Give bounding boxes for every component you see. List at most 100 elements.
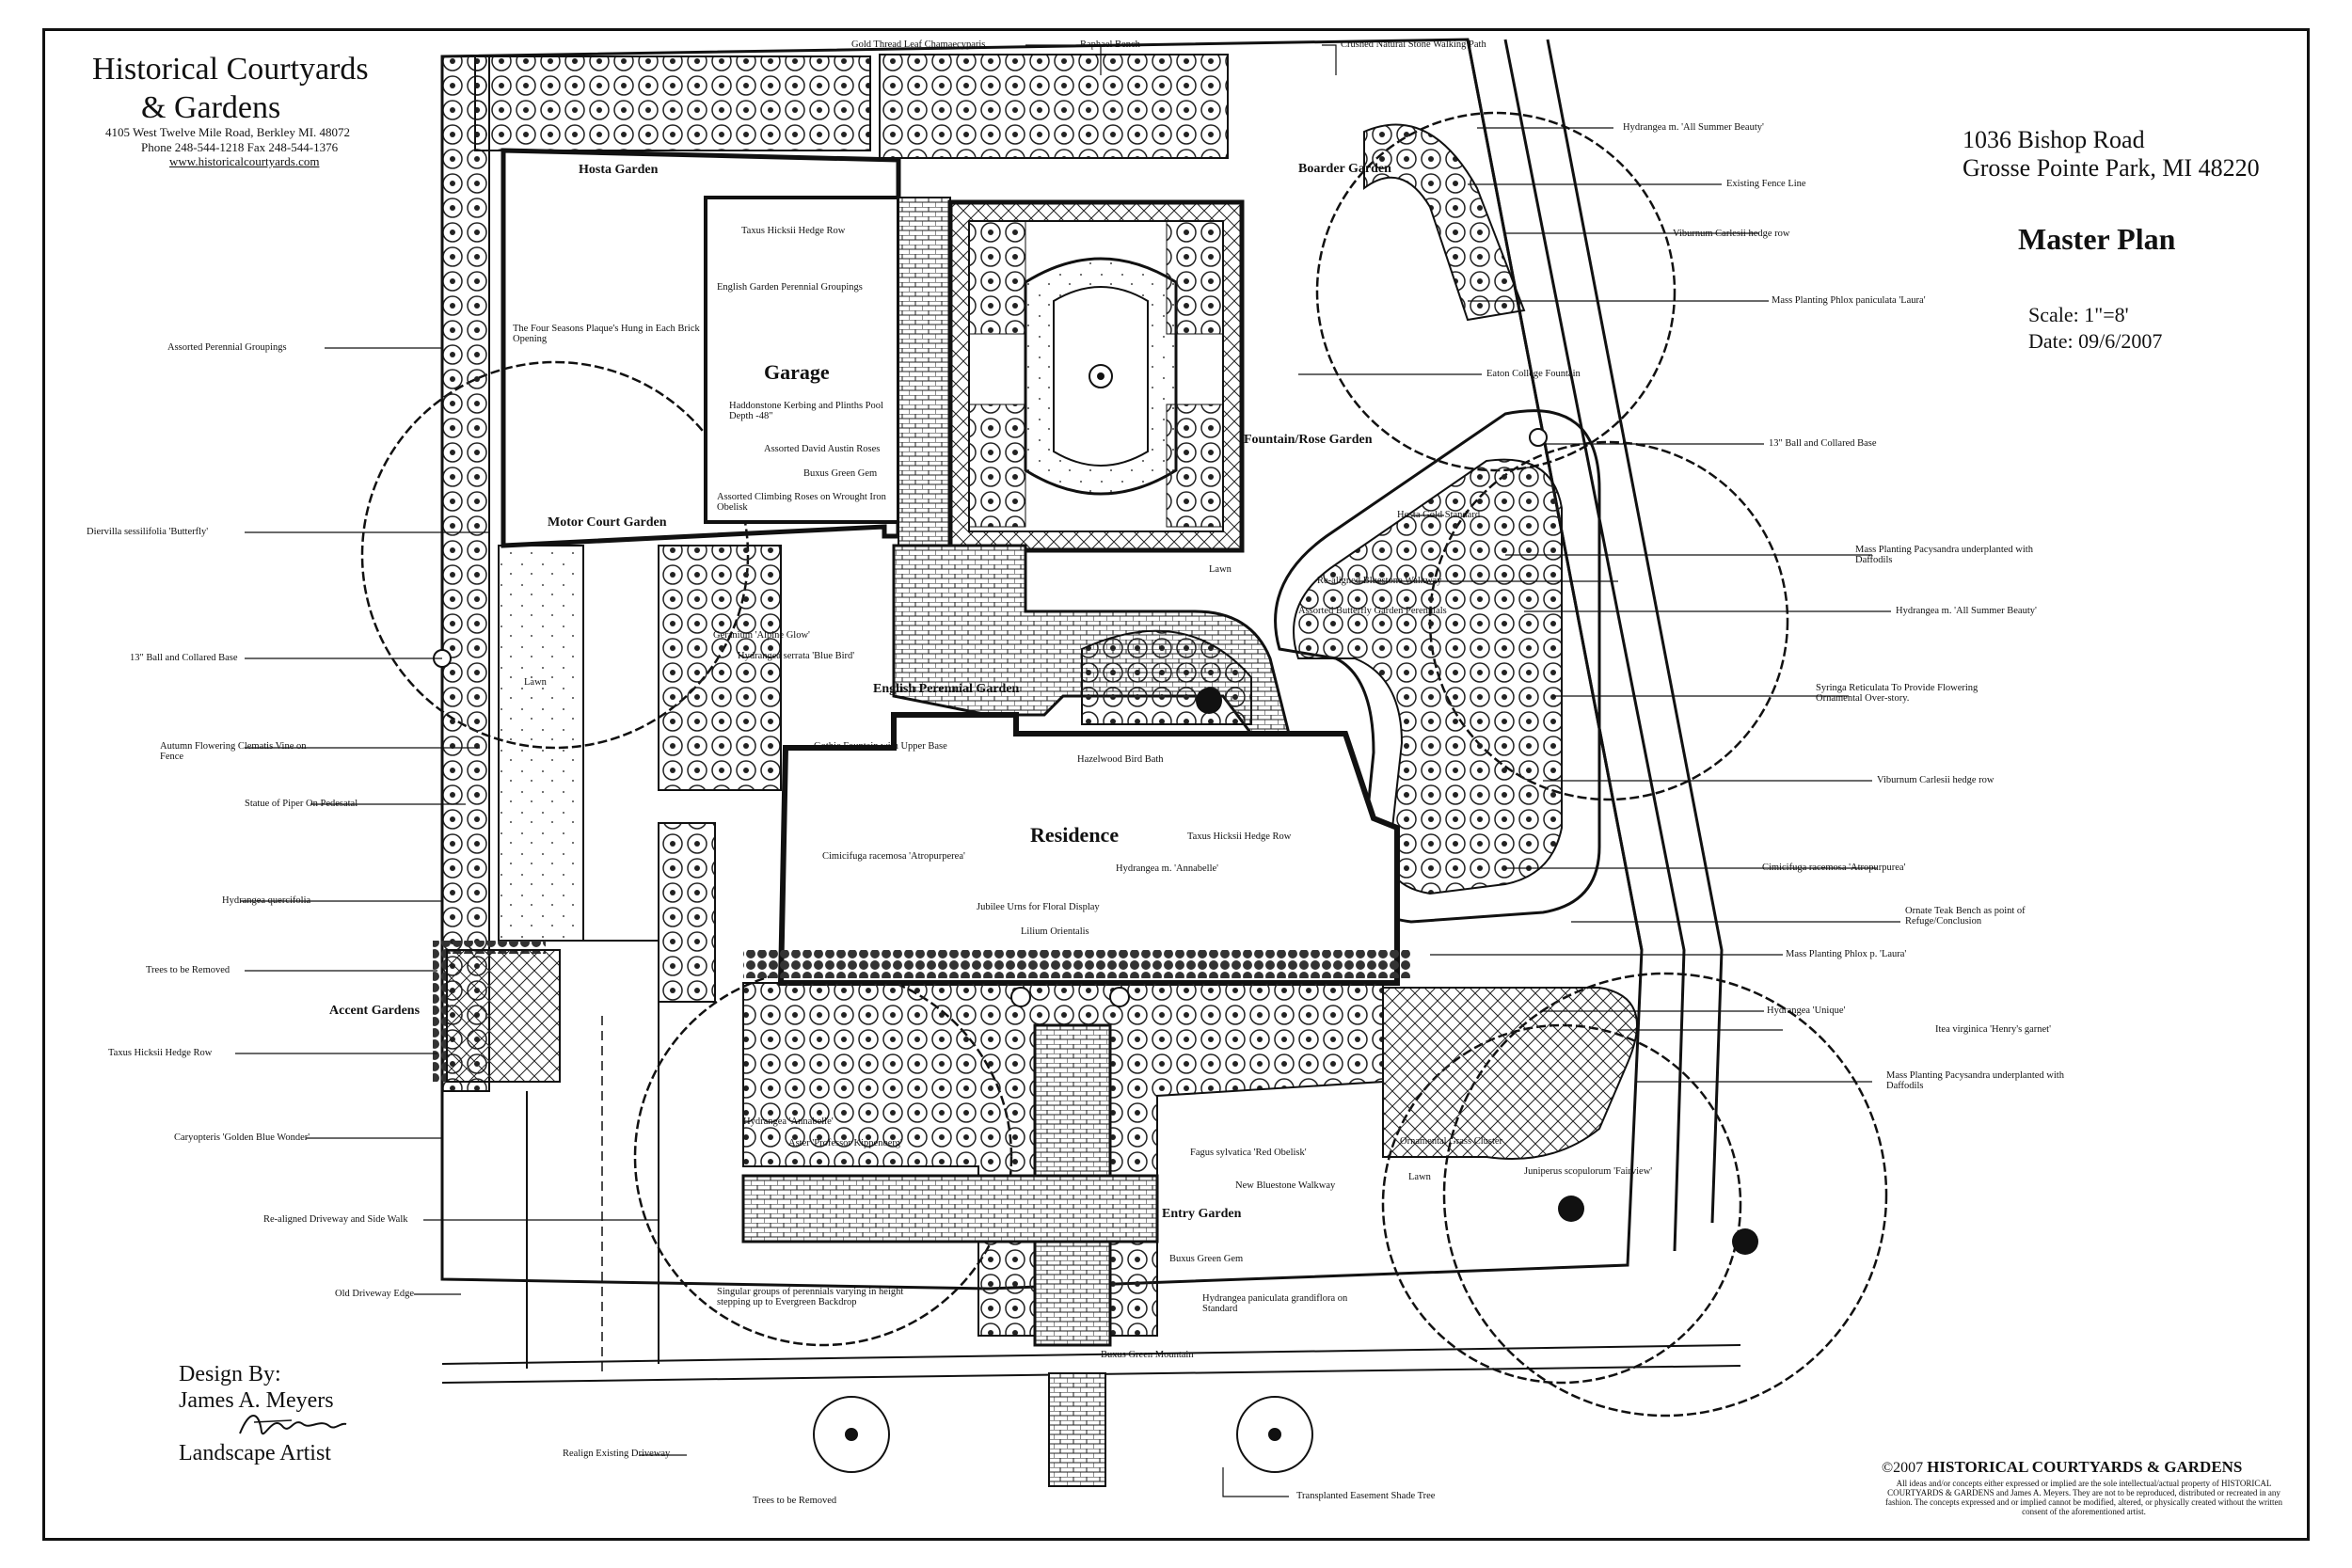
hazelwood-bird-bath — [1196, 688, 1222, 714]
label-trees-removed-left: Trees to be Removed — [146, 965, 230, 975]
label-realigned-bluestone: Re-aligned Bluestone Walkway — [1317, 576, 1442, 586]
label-ornamental-grass: Ornamental Grass Cluster — [1400, 1136, 1503, 1147]
site-address-line1: 1036 Bishop Road — [1963, 126, 2145, 153]
label-jubilee-urns: Jubilee Urns for Floral Display — [977, 902, 1100, 912]
label-old-driveway: Old Driveway Edge — [335, 1289, 414, 1299]
motor-court-lawn — [498, 545, 584, 942]
boarder-garden-outline — [1274, 409, 1601, 924]
label-hydrangea-asb-right: Hydrangea m. 'All Summer Beauty' — [1896, 606, 2037, 616]
site-address-line2: Grosse Pointe Park, MI 48220 — [1963, 154, 2260, 182]
label-syringa: Syringa Reticulata To Provide Flowering … — [1816, 683, 1979, 704]
copyright-holder: HISTORICAL COURTYARDS & GARDENS — [1927, 1458, 2243, 1476]
label-gold-thread: Gold Thread Leaf Chamaecyparis — [851, 40, 986, 50]
boarder-garden-top-bed — [1363, 123, 1526, 322]
label-clematis: Autumn Flowering Clematis Vine on Fence — [160, 741, 307, 762]
copyright-disclaimer: All ideas and/or concepts either express… — [1885, 1479, 2282, 1516]
label-climbing-roses: Assorted Climbing Roses on Wrought Iron … — [717, 492, 886, 513]
label-gothic-fountain: Gothic Fountain with Upper Base — [814, 741, 947, 752]
label-pachysandra-top: Mass Planting Pacysandra underplanted wi… — [1855, 545, 2033, 565]
label-diervilla: Diervilla sessilifolia 'Butterfly' — [87, 527, 209, 537]
street-trees — [813, 1396, 1313, 1473]
copyright-year: ©2007 — [1882, 1460, 1924, 1476]
leader-lines — [235, 44, 1900, 1497]
area-garage: Garage — [764, 360, 830, 384]
label-existing-fence: Existing Fence Line — [1726, 179, 1806, 189]
label-viburnum-top: Viburnum Carlesii hedge row — [1673, 229, 1790, 239]
label-taxus-top: Taxus Hicksii Hedge Row — [741, 226, 846, 236]
juniperus-fairview — [1558, 1196, 1584, 1222]
garage-building — [704, 196, 900, 524]
label-annabelle-top: Hydrangea m. 'Annabelle' — [1116, 863, 1219, 874]
top-left-planting — [474, 55, 871, 151]
label-four-seasons: The Four Seasons Plaque's Hung in Each B… — [513, 324, 700, 344]
company-phone: Phone 248-544-1218 Fax 248-544-1376 — [141, 140, 339, 154]
area-lawn-right: Lawn — [1408, 1172, 1431, 1182]
label-aster: Aster 'Professor Kippenberg' — [788, 1138, 902, 1148]
label-phlox-laura: Mass Planting Phlox paniculata 'Laura' — [1772, 295, 1926, 306]
label-cimicifuga-center: Cimicifuga racemosa 'Atropurperea' — [822, 851, 965, 862]
label-viburnum-right: Viburnum Carlesii hedge row — [1877, 775, 1994, 785]
label-fagus: Fagus sylvatica 'Red Obelisk' — [1190, 1148, 1307, 1158]
copyright-line: ©2007 HISTORICAL COURTYARDS & GARDENS — [1882, 1458, 2242, 1477]
area-hosta-garden: Hosta Garden — [579, 163, 659, 177]
label-cimicifuga-right: Cimicifuga racemosa 'Atropurpurea' — [1762, 863, 1906, 873]
walk-to-street — [1048, 1372, 1106, 1487]
label-taxus-residence: Taxus Hicksii Hedge Row — [1187, 832, 1292, 842]
label-hydrangea-blue-bird: Hydrangea serrata 'Blue Bird' — [738, 651, 855, 661]
designer-name: James A. Meyers — [179, 1388, 334, 1413]
plan-title: Master Plan — [2018, 222, 2176, 256]
label-butterfly-perennials: Assorted Butterfly Garden Perennials — [1298, 606, 1447, 616]
label-taxus-left: Taxus Hicksii Hedge Row — [108, 1048, 213, 1058]
residence-footprint — [777, 712, 1400, 986]
design-by-label: Design By: — [179, 1362, 281, 1386]
label-trees-removed-bottom: Trees to be Removed — [753, 1496, 837, 1506]
company-name-line2: & Gardens — [141, 90, 281, 125]
area-motor-court-garden: Motor Court Garden — [548, 515, 667, 530]
label-singular-groups: Singular groups of perennials varying in… — [717, 1287, 904, 1307]
label-hydrangea-paniculata: Hydrangea paniculata grandiflora on Stan… — [1202, 1293, 1348, 1314]
label-crushed-stone: Crushed Natural Stone Walking Path — [1341, 40, 1486, 50]
area-lawn-center: Lawn — [1209, 564, 1232, 575]
label-haddonstone: Haddonstone Kerbing and Plinths Pool Dep… — [729, 401, 883, 421]
label-eaton-fountain: Eaton College Fountain — [1486, 369, 1581, 379]
label-teak-bench: Ornate Teak Bench as point of Refuge/Con… — [1905, 906, 2026, 927]
company-address: 4105 West Twelve Mile Road, Berkley MI. … — [105, 125, 351, 139]
area-accent-gardens: Accent Gardens — [329, 1004, 421, 1018]
area-fountain-rose-garden: Fountain/Rose Garden — [1244, 433, 1373, 447]
entry-cross-walk — [741, 1174, 1159, 1243]
area-residence: Residence — [1030, 823, 1120, 847]
label-annabelle-bottom: Hydrangea 'Annabelle' — [743, 1117, 834, 1127]
accent-garden-bed — [446, 949, 561, 1083]
ornamental-grass-bed — [1382, 987, 1638, 1160]
label-raphael-bench: Raphael Bench — [1080, 40, 1140, 50]
label-buxus-green-mountain: Buxus Green Mountain — [1101, 1350, 1194, 1360]
driveway-edge — [583, 940, 660, 1364]
label-david-austin: Assorted David Austin Roses — [764, 444, 881, 454]
label-ball-collar-left: 13" Ball and Collared Base — [130, 653, 238, 663]
plan-scale: Scale: 1"=8' — [2028, 303, 2129, 326]
label-realigned-driveway: Re-aligned Driveway and Side Walk — [263, 1214, 408, 1225]
top-center-planting — [879, 54, 1229, 159]
label-ball-collar-right: 13" Ball and Collared Base — [1769, 438, 1877, 449]
label-realign-existing: Realign Existing Driveway — [563, 1449, 671, 1459]
label-hosta-gold: Hosta Gold Standard — [1397, 510, 1481, 520]
area-entry-garden: Entry Garden — [1162, 1207, 1242, 1221]
signature-mark — [239, 1415, 347, 1435]
gothic-fountain-bed — [658, 545, 782, 791]
area-english-perennial-garden: English Perennial Garden — [873, 682, 1020, 696]
label-hydrangea-asb-top: Hydrangea m. 'All Summer Beauty' — [1623, 122, 1764, 133]
taxus-hedge-row-residence — [743, 950, 1411, 978]
label-lilium: Lilium Orientalis — [1021, 927, 1089, 937]
company-name: Historical Courtyards — [92, 52, 369, 87]
label-assorted-perennial: Assorted Perennial Groupings — [167, 342, 287, 353]
label-itea: Itea virginica 'Henry's garnet' — [1935, 1024, 2051, 1035]
label-buxus-green-gem-bottom: Buxus Green Gem — [1169, 1254, 1244, 1264]
company-website: www.historicalcourtyards.com — [169, 154, 320, 168]
plan-date: Date: 09/6/2007 — [2028, 329, 2163, 353]
sheet-border — [42, 28, 2310, 1541]
label-pachysandra-bottom: Mass Planting Pacysandra underplanted wi… — [1886, 1070, 2064, 1091]
label-caryopteris: Caryopteris 'Golden Blue Wonder' — [174, 1132, 310, 1143]
area-boarder-garden: Boarder Garden — [1298, 162, 1391, 176]
